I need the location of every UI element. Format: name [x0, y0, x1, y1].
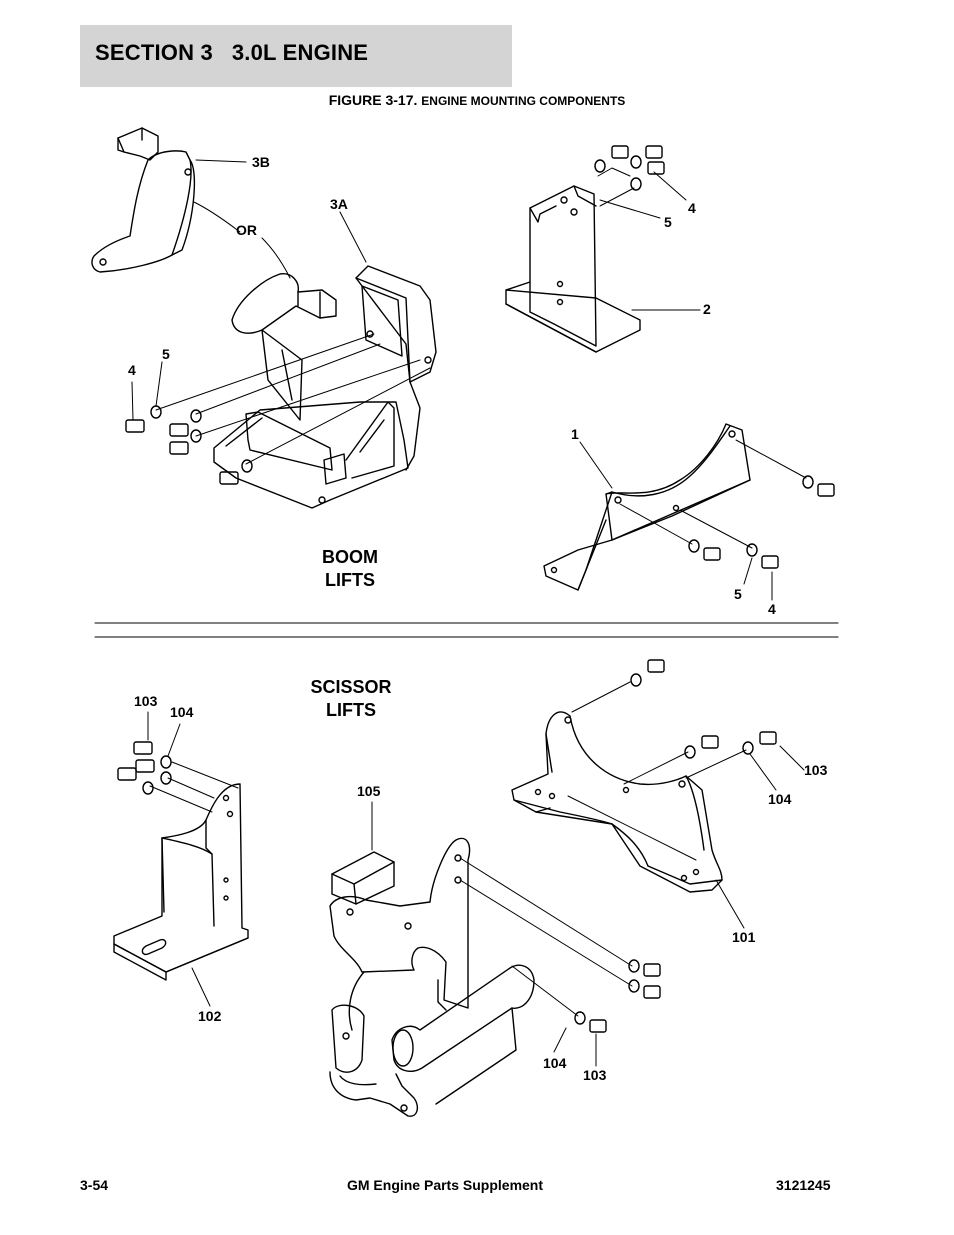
- mount-102: [113, 741, 249, 981]
- callout-5-left: 5: [162, 346, 170, 362]
- figure-caption: FIGURE 3-17. ENGINE MOUNTING COMPONENTS: [0, 92, 954, 108]
- callout-3a: 3A: [330, 196, 348, 212]
- callout-5-topright: 5: [664, 214, 672, 230]
- mount-2: [505, 145, 665, 353]
- callout-or: OR: [236, 222, 257, 238]
- leader-lines-boom: [131, 159, 773, 601]
- assembly-105: [329, 837, 661, 1117]
- scissor-lifts-heading: SCISSOR LIFTS: [296, 676, 406, 722]
- scissor-lifts-line2: LIFTS: [326, 700, 376, 720]
- publication-title: GM Engine Parts Supplement: [346, 1177, 544, 1193]
- callout-4-left: 4: [128, 362, 136, 378]
- callout-5-bottomright: 5: [734, 586, 742, 602]
- bracket-3a: [213, 265, 437, 509]
- callout-103-left: 103: [134, 693, 158, 709]
- mount-101: [511, 659, 777, 893]
- section-title: SECTION 3 3.0L ENGINE: [95, 40, 369, 65]
- boom-lifts-heading: BOOM LIFTS: [300, 546, 400, 592]
- callout-104-right: 104: [768, 791, 792, 807]
- callout-101: 101: [732, 929, 756, 945]
- figure-title: ENGINE MOUNTING COMPONENTS: [421, 94, 626, 108]
- hardware-left-boom: [125, 333, 431, 485]
- figure-number: FIGURE 3-17.: [328, 92, 418, 108]
- scissor-lifts-line1: SCISSOR: [310, 677, 392, 697]
- callout-1: 1: [571, 426, 579, 442]
- mount-1: [543, 423, 835, 591]
- callout-4-topright: 4: [688, 200, 696, 216]
- boom-lifts-line1: BOOM: [322, 547, 378, 567]
- callout-104-left: 104: [170, 704, 194, 720]
- callout-103-bottom: 103: [583, 1067, 607, 1083]
- callout-105: 105: [357, 783, 381, 799]
- callout-2: 2: [703, 301, 711, 317]
- callout-102: 102: [198, 1008, 222, 1024]
- callout-103-right: 103: [804, 762, 828, 778]
- bracket-3b: [91, 127, 196, 273]
- section-header-band: [80, 25, 512, 87]
- callout-3b: 3B: [252, 154, 270, 170]
- leader-lines-scissor: [147, 711, 805, 1067]
- callout-104-bottom: 104: [543, 1055, 567, 1071]
- callout-4-bottomright: 4: [768, 601, 776, 617]
- document-part-number: 3121245: [776, 1177, 831, 1193]
- page-number: 3-54: [80, 1177, 109, 1193]
- boom-lifts-line2: LIFTS: [325, 570, 375, 590]
